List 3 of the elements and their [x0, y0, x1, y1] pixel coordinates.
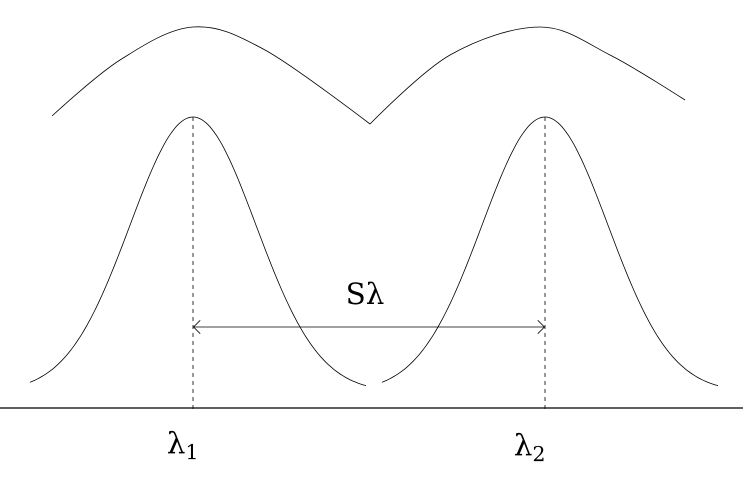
label: λ$_{2}$	[515, 432, 544, 462]
label: Sλ	[348, 282, 384, 304]
label: λ$_{1}$	[168, 430, 196, 460]
